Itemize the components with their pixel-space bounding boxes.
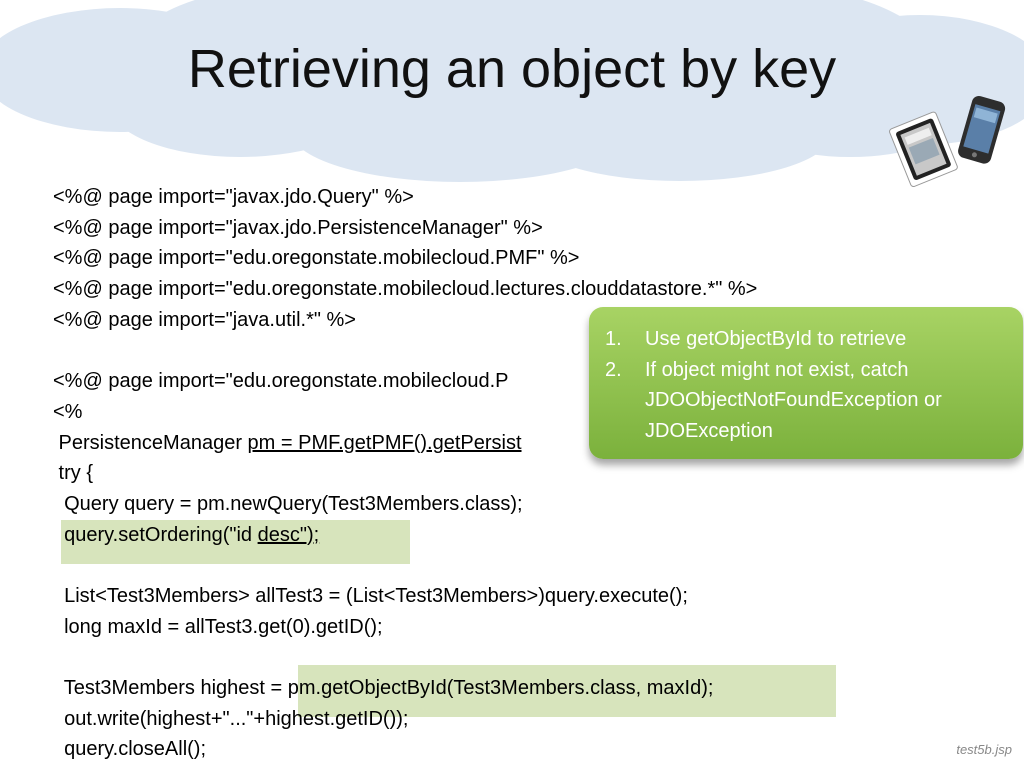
slide-title: Retrieving an object by key: [187, 39, 837, 99]
code-line: <%@ page import="edu.oregonstate.mobilec…: [53, 278, 758, 301]
code-line: <%@ page import="edu.oregonstate.mobilec…: [53, 370, 509, 393]
slide-filename: test5b.jsp: [956, 742, 1012, 757]
code-line: long maxId = allTest3.get(0).getID();: [53, 615, 383, 638]
code-line: query.closeAll();: [53, 738, 207, 761]
callout-item-text: Use getObjectById to retrieve: [645, 328, 907, 350]
code-line: try {: [53, 462, 94, 485]
code-highlight-ordering: [61, 520, 410, 564]
title-cloud-shape: [0, 0, 1024, 182]
code-line: <%: [53, 400, 83, 423]
code-line: PersistenceManager pm = PMF.getPMF().get…: [53, 431, 522, 454]
code-line: query.setOrdering("id desc");: [53, 523, 320, 546]
code-line: Query query = pm.newQuery(Test3Members.c…: [53, 492, 523, 515]
callout-item: 2. If object might not exist, catch JDOO…: [605, 355, 999, 447]
code-line: out.write(highest+"..."+highest.getID())…: [53, 707, 409, 730]
code-line-blank: [53, 550, 757, 581]
code-highlight-getobjectbyid: [298, 665, 836, 717]
callout-item-text: If object might not exist, catch JDOObje…: [645, 358, 942, 443]
code-listing: <%@ page import="javax.jdo.Query" %> <%@…: [53, 182, 757, 765]
callout-item-number: 1.: [605, 328, 622, 350]
code-line: <%@ page import="edu.oregonstate.mobilec…: [53, 247, 580, 270]
code-line-blank: [53, 642, 757, 673]
code-line: Test3Members highest = pm.getObjectById(…: [53, 677, 714, 699]
callout-box: 1. Use getObjectById to retrieve 2. If o…: [589, 307, 1023, 459]
callout-item-number: 2.: [605, 358, 622, 381]
code-line: <%@ page import="javax.jdo.Query" %>: [53, 186, 414, 208]
code-line: <%@ page import="javax.jdo.PersistenceMa…: [53, 216, 543, 239]
callout-item: 1. Use getObjectById to retrieve: [605, 324, 999, 355]
mobile-devices-icon: [889, 96, 1006, 188]
code-line: <%@ page import="java.util.*" %>: [53, 308, 356, 331]
callout-list: 1. Use getObjectById to retrieve 2. If o…: [605, 324, 999, 447]
code-line: List<Test3Members> allTest3 = (List<Test…: [53, 584, 688, 607]
